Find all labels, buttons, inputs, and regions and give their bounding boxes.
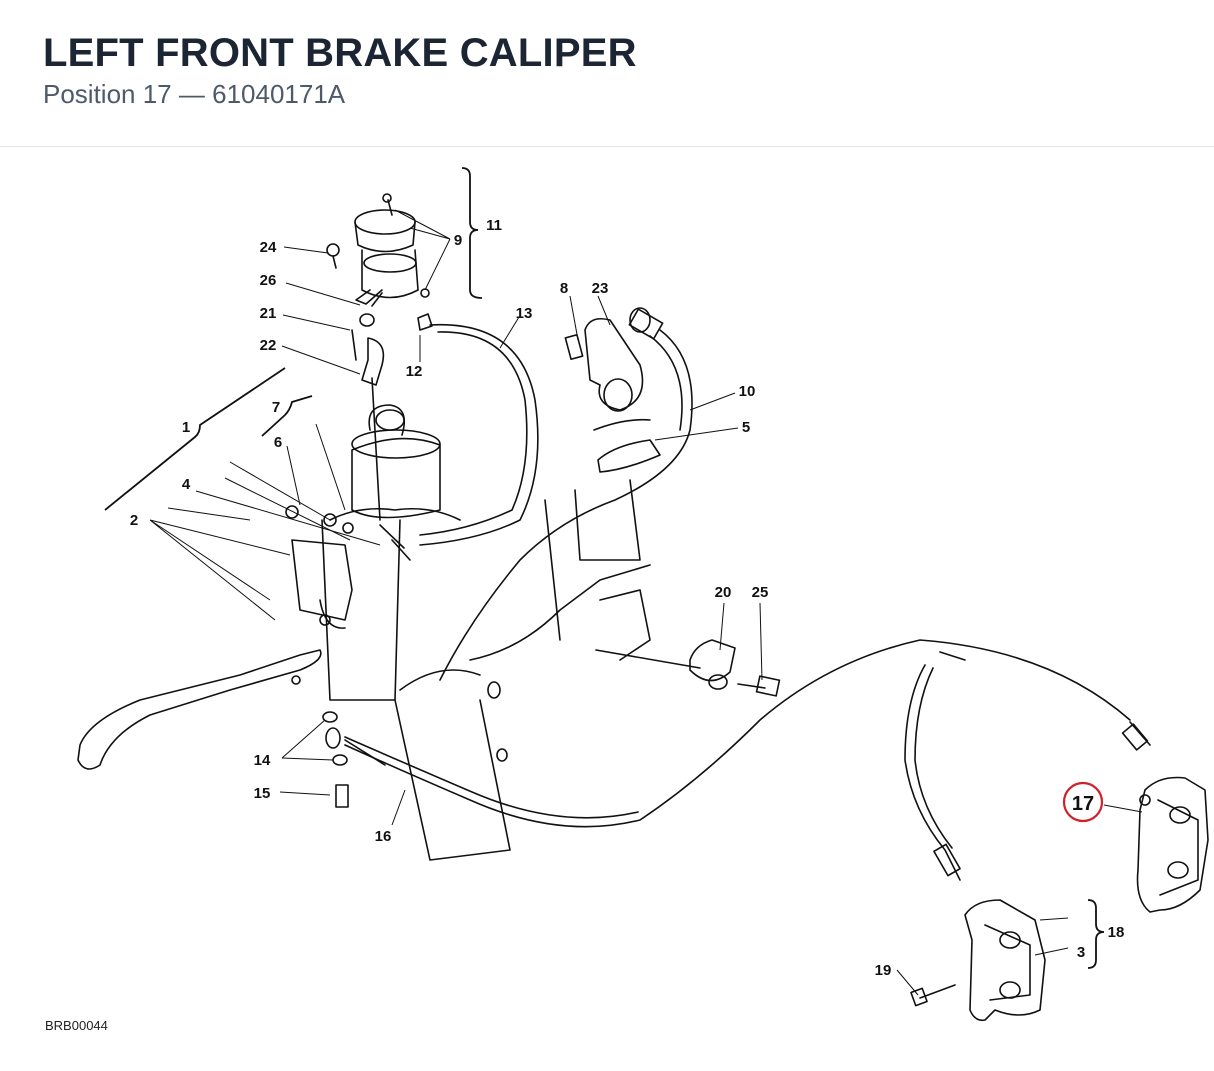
reservoir-hose-drawing [419, 323, 539, 546]
brake-hose-lower-drawing [904, 664, 961, 881]
callout-18: 18 [1108, 924, 1125, 941]
master-cylinder-drawing [285, 377, 441, 629]
part-number: 61040171A [212, 79, 346, 109]
page-subtitle: Position 17 — 61040171A [43, 79, 345, 110]
callout-1: 1 [182, 419, 190, 436]
reservoir-drawing [354, 193, 430, 305]
brake-hose-16-drawing [325, 639, 1151, 828]
brake-lever-drawing [77, 649, 322, 770]
small-parts-drawing [326, 243, 433, 386]
brake-caliper-lower-drawing [910, 899, 1046, 1022]
callout-24: 24 [260, 239, 277, 256]
callout-23: 23 [592, 280, 609, 297]
banjo-washers-drawing [322, 711, 349, 808]
callout-10: 10 [739, 383, 756, 400]
page-title: LEFT FRONT BRAKE CALIPER [43, 31, 637, 75]
callout-2: 2 [130, 512, 138, 529]
leader-lines [149, 209, 1143, 996]
clip-bolt-drawing [595, 639, 781, 697]
callout-15: 15 [254, 785, 271, 802]
callout-11: 11 [486, 217, 502, 234]
position-label: Position 17 [43, 79, 172, 109]
callout-26: 26 [260, 272, 277, 289]
brake-caliper-17-drawing [1136, 776, 1209, 913]
subtitle-separator: — [178, 79, 205, 109]
callout-8: 8 [560, 280, 568, 297]
callout-21: 21 [260, 305, 277, 322]
callout-5: 5 [742, 419, 750, 436]
drawing-code: BRB00044 [45, 1018, 108, 1033]
highlighted-callout-17[interactable]: 17 [1062, 781, 1104, 823]
callout-16: 16 [375, 828, 392, 845]
callout-3: 3 [1077, 944, 1085, 961]
page-header: LEFT FRONT BRAKE CALIPER Position 17 — 6… [0, 0, 1214, 147]
group-braces [104, 167, 1105, 969]
callout-7: 7 [272, 399, 280, 416]
mount-bracket-drawing [564, 317, 661, 473]
callout-13: 13 [516, 305, 533, 322]
callout-labels: 1 2 3 4 5 6 7 8 9 10 11 12 13 14 15 16 1… [130, 217, 1125, 979]
exploded-parts-diagram: 1 2 3 4 5 6 7 8 9 10 11 12 13 14 15 16 1… [77, 167, 1209, 1022]
callout-6: 6 [274, 434, 282, 451]
callout-25: 25 [752, 584, 769, 601]
callout-17: 17 [1072, 793, 1094, 815]
callout-14: 14 [254, 752, 271, 769]
callout-19: 19 [875, 962, 892, 979]
callout-12: 12 [406, 363, 423, 380]
callout-22: 22 [260, 337, 277, 354]
callout-20: 20 [715, 584, 732, 601]
fork-tube-drawing [321, 479, 651, 861]
hose-10-drawing [439, 307, 693, 681]
highlight-ring [1062, 781, 1104, 823]
callout-9: 9 [454, 232, 462, 249]
callout-4: 4 [182, 476, 191, 493]
